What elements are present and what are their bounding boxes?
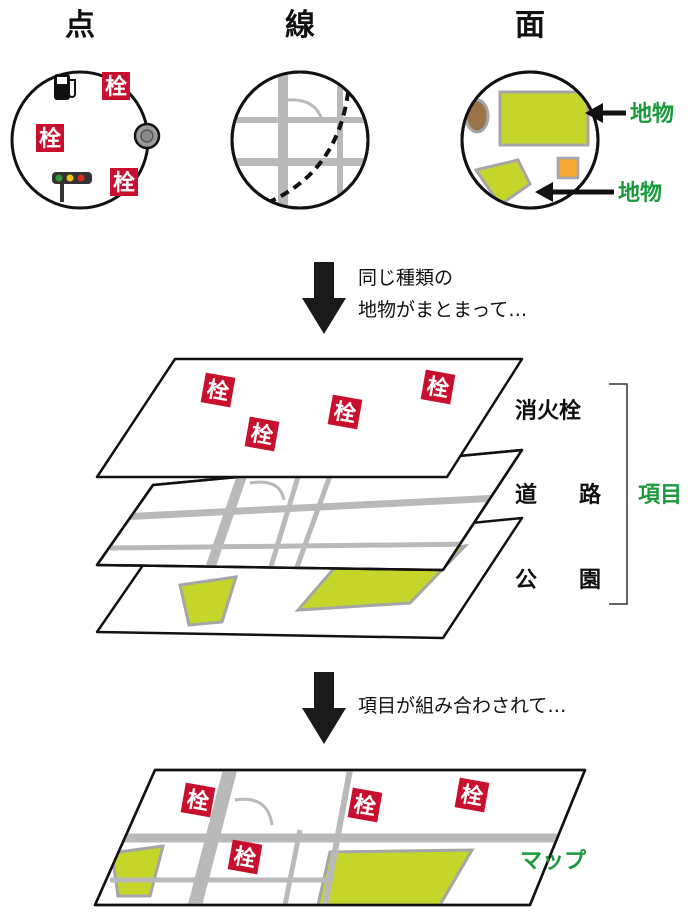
hydrant-layer-sheet: 栓 栓 栓 栓 <box>95 357 524 479</box>
feature-callout-label: 地物 <box>630 101 674 127</box>
road-layer-label-1: 道 <box>515 482 537 508</box>
down-arrow-icon <box>302 672 346 744</box>
park-layer-label-2: 園 <box>579 568 601 593</box>
traffic-signal-icon <box>52 172 92 202</box>
svg-text:栓: 栓 <box>39 127 61 152</box>
hydrant-layer-label: 消火栓 <box>515 399 581 424</box>
hydrant-icon: 栓 <box>200 372 236 408</box>
map-label: マップ <box>520 849 587 874</box>
svg-text:栓: 栓 <box>232 844 258 872</box>
hydrant-icon: 栓 <box>36 124 64 152</box>
fuel-pump-icon <box>54 74 76 100</box>
feature-callout-label: 地物 <box>618 180 662 206</box>
svg-text:栓: 栓 <box>425 374 451 402</box>
svg-text:栓: 栓 <box>459 782 485 810</box>
feature-callout-1: 地物 <box>585 101 674 127</box>
line-title: 線 <box>285 8 315 43</box>
item-bracket-label: 項目 <box>638 483 682 508</box>
line-circle <box>230 70 370 210</box>
hydrant-icon: 栓 <box>110 168 138 196</box>
down-arrow-icon <box>302 262 346 334</box>
layer-bracket <box>609 383 628 605</box>
hydrant-icon: 栓 <box>227 839 263 875</box>
hydrant-icon: 栓 <box>347 787 383 823</box>
step1-text-line1: 同じ種類の <box>358 267 453 289</box>
step1-text-line2: 地物がまとまって… <box>358 299 527 321</box>
svg-text:栓: 栓 <box>105 75 127 100</box>
manhole-icon <box>133 122 161 150</box>
hydrant-icon: 栓 <box>454 777 490 813</box>
svg-text:栓: 栓 <box>332 399 358 427</box>
svg-text:栓: 栓 <box>352 792 378 820</box>
point-title: 点 <box>65 8 95 43</box>
area-title: 面 <box>515 8 545 43</box>
road-layer-label-2: 路 <box>579 482 602 508</box>
point-circle: 栓 栓 栓 <box>10 70 161 210</box>
hydrant-icon: 栓 <box>244 416 280 452</box>
feature-callout-2: 地物 <box>535 180 662 206</box>
svg-text:栓: 栓 <box>249 421 275 449</box>
road-layer-sheet <box>95 448 524 572</box>
svg-text:栓: 栓 <box>185 787 211 815</box>
svg-text:栓: 栓 <box>205 377 231 405</box>
hydrant-icon: 栓 <box>420 369 456 405</box>
step2-text: 項目が組み合わされて… <box>358 695 566 717</box>
combined-map-sheet: 栓 栓 栓 栓 <box>93 768 587 907</box>
hydrant-icon: 栓 <box>102 72 130 100</box>
park-layer-label-1: 公 <box>515 568 537 593</box>
hydrant-icon: 栓 <box>327 394 363 430</box>
hydrant-icon: 栓 <box>180 782 216 818</box>
svg-text:栓: 栓 <box>113 171 135 196</box>
area-circle <box>460 70 600 210</box>
